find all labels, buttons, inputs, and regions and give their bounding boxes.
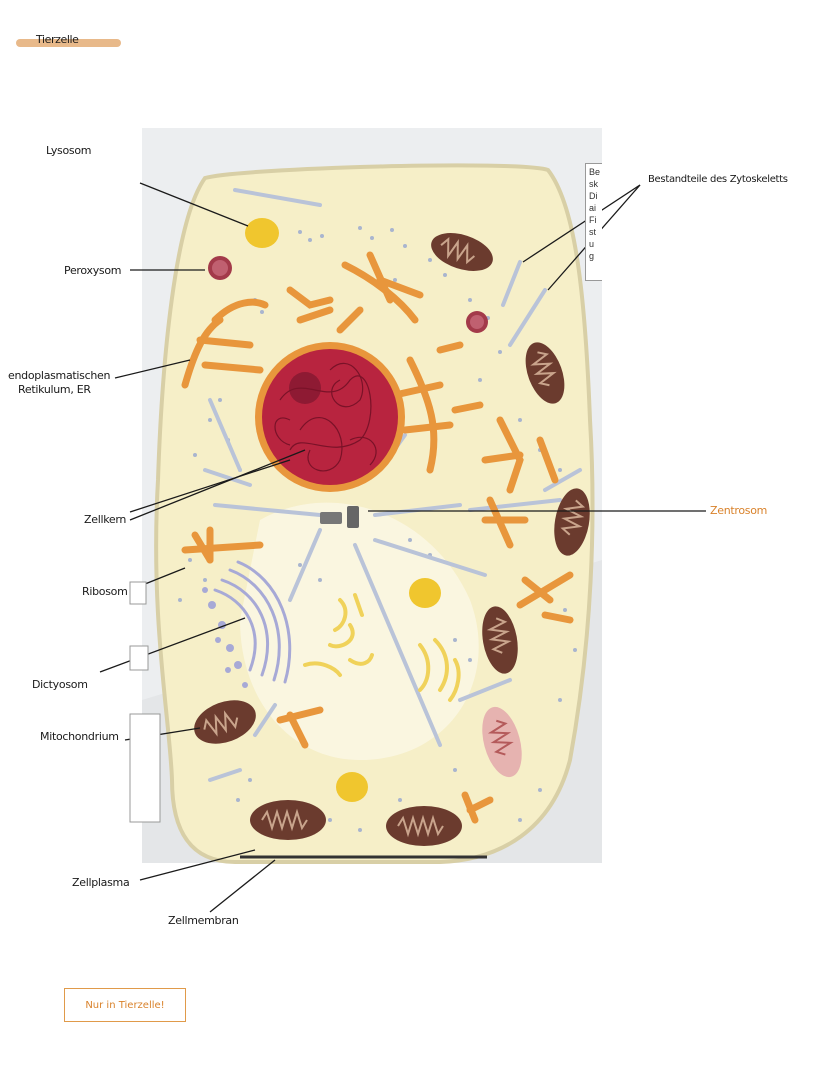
label-zytoskelett: Bestandteile des Zytoskeletts bbox=[648, 174, 788, 185]
lysosom bbox=[245, 218, 279, 248]
page-title: Tierzelle bbox=[36, 33, 79, 46]
fragment-4: ai bbox=[589, 203, 597, 213]
label-mitochondrium: Mitochondrium bbox=[40, 730, 119, 743]
clipped-text-card: Be sk Di ai Fi st u g bbox=[585, 163, 602, 281]
lysosom-2 bbox=[409, 578, 441, 608]
fragment-6: st bbox=[589, 227, 597, 237]
fragment-3: Di bbox=[589, 191, 598, 201]
note-text: Nur in Tierzelle! bbox=[85, 999, 165, 1011]
fragment-5: Fi bbox=[589, 215, 597, 225]
label-er-line2: Retikulum, ER bbox=[18, 383, 91, 396]
title-highlight bbox=[16, 39, 121, 47]
centriole-2 bbox=[347, 506, 359, 528]
peroxysom-core bbox=[212, 260, 228, 276]
label-peroxysom: Peroxysom bbox=[64, 264, 122, 277]
label-zellplasma: Zellplasma bbox=[72, 876, 130, 889]
fragment-1: Be bbox=[589, 167, 601, 177]
endoplasmic-reticulum bbox=[181, 251, 574, 824]
mitochondria bbox=[194, 233, 590, 846]
fragment-2: sk bbox=[589, 179, 598, 189]
lysosom-3 bbox=[336, 772, 368, 802]
chromatin bbox=[274, 362, 377, 472]
fragment-7: u bbox=[589, 239, 595, 249]
label-zellkern: Zellkern bbox=[84, 513, 127, 526]
cytoskeleton-filaments bbox=[203, 188, 582, 782]
label-zentrosom: Zentrosom bbox=[710, 504, 768, 517]
label-dictyosom: Dictyosom bbox=[32, 678, 88, 691]
smooth-er bbox=[303, 593, 461, 702]
note-box: Nur in Tierzelle! bbox=[64, 988, 186, 1022]
clipped-boxes bbox=[129, 581, 161, 823]
label-lysosom: Lysosom bbox=[46, 144, 92, 157]
label-zellmembran: Zellmembran bbox=[168, 914, 239, 927]
title-block: Tierzelle bbox=[16, 33, 121, 48]
dictyosom bbox=[213, 560, 292, 684]
leader-lines bbox=[99, 182, 706, 913]
fragment-8: g bbox=[589, 251, 595, 261]
centriole-1 bbox=[320, 512, 342, 524]
label-ribosom: Ribosom bbox=[82, 585, 128, 598]
peroxysom-2-core bbox=[470, 315, 484, 329]
label-er-line1: endoplasmatischen bbox=[8, 369, 111, 382]
